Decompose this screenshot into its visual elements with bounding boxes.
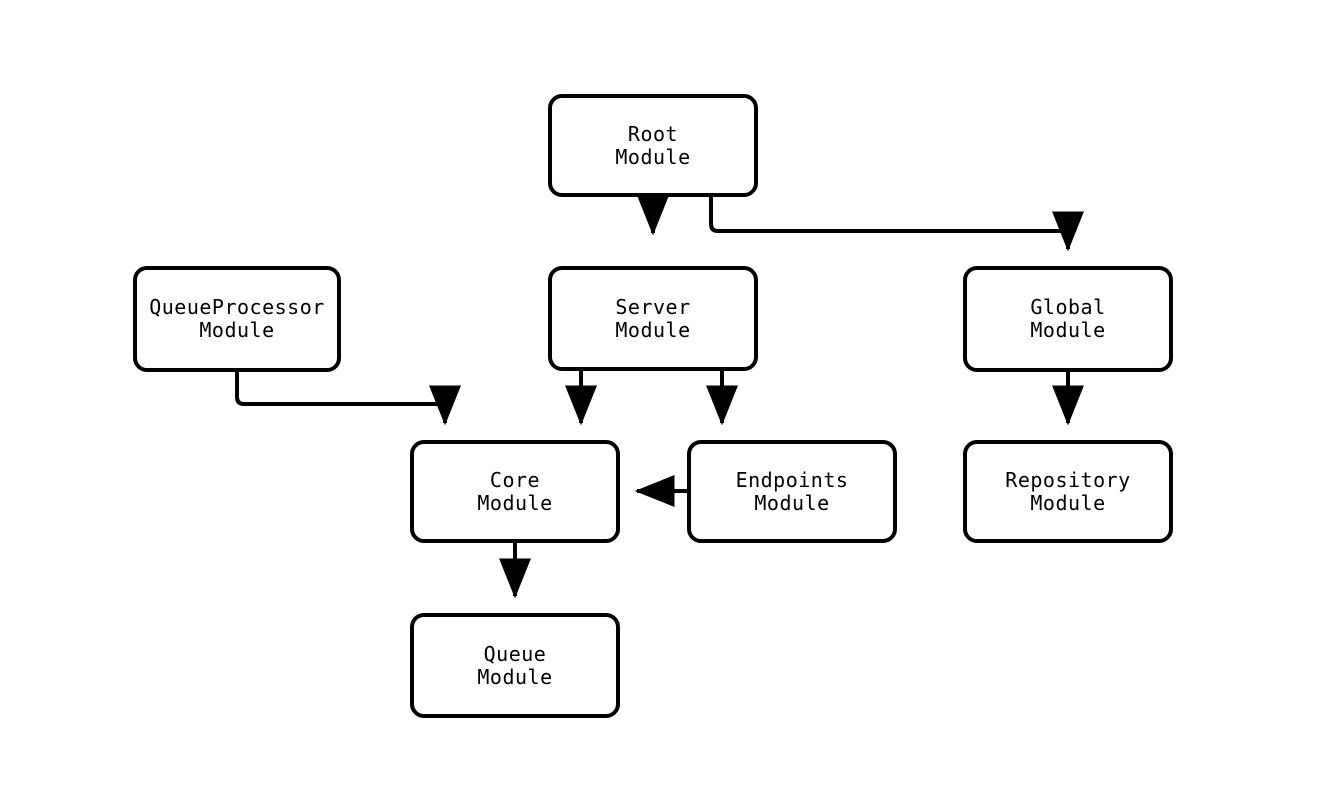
node-core-module-line1: Core: [489, 467, 541, 492]
node-queue-module[interactable]: Queue Module: [410, 613, 620, 718]
node-server-module-line2: Module: [615, 317, 691, 342]
node-root-module-line1: Root: [627, 121, 679, 146]
node-queueprocessor-module-line2: Module: [199, 318, 275, 342]
node-global-module-line2: Module: [1030, 318, 1106, 342]
node-queue-module-line2: Module: [477, 664, 553, 689]
node-server-module[interactable]: Server Module: [548, 266, 758, 371]
node-core-module[interactable]: Core Module: [410, 440, 620, 543]
node-global-module-line1: Global: [1030, 295, 1106, 319]
node-root-module-line2: Module: [615, 144, 691, 169]
edge-queueprocessor-to-core: [235, 372, 461, 426]
node-queueprocessor-module-line1: QueueProcessor: [149, 295, 325, 319]
node-root-module[interactable]: Root Module: [548, 94, 758, 197]
node-endpoints-module-line2: Module: [754, 490, 830, 515]
edge-root-to-global: [709, 197, 1084, 252]
node-endpoints-module-line1: Endpoints: [735, 467, 849, 492]
node-endpoints-module[interactable]: Endpoints Module: [687, 440, 897, 543]
node-queueprocessor-module[interactable]: QueueProcessor Module: [133, 266, 341, 372]
node-global-module[interactable]: Global Module: [963, 266, 1173, 372]
node-core-module-line2: Module: [477, 490, 553, 515]
node-repository-module-line2: Module: [1030, 490, 1106, 515]
node-repository-module[interactable]: Repository Module: [963, 440, 1173, 543]
node-repository-module-line1: Repository: [1005, 467, 1131, 492]
node-server-module-line1: Server: [615, 294, 691, 319]
node-queue-module-line1: Queue: [483, 641, 547, 666]
